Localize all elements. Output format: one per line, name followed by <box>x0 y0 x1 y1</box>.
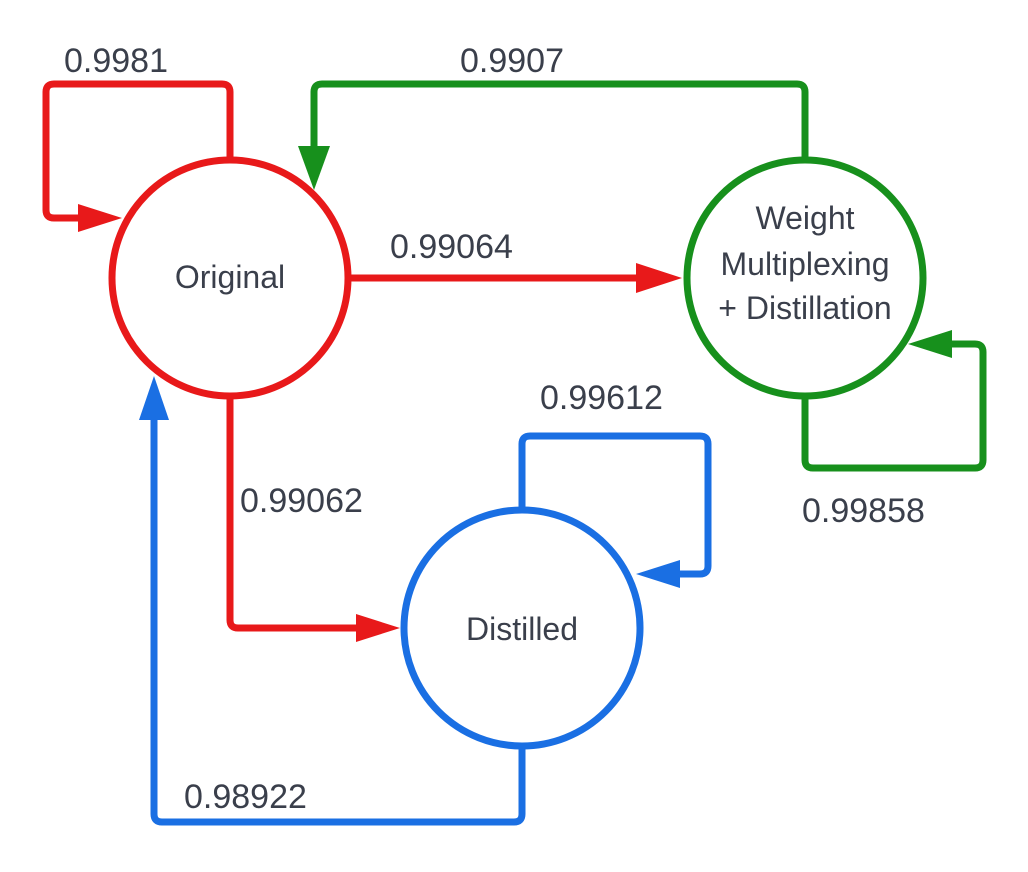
edge-distilled-self-loop <box>518 432 712 588</box>
arrowhead-icon <box>139 376 169 420</box>
edge-label-distilled-self: 0.99612 <box>540 379 663 417</box>
edge-original-to-distilled <box>226 394 400 642</box>
node-distilled: Distilled <box>400 506 644 750</box>
node-weight-multiplexing: Weight Multiplexing + Distillation <box>683 156 927 400</box>
node-original-circle <box>108 156 352 400</box>
edge-wm-to-original <box>298 80 809 190</box>
arrowhead-icon <box>908 330 952 358</box>
node-weight-multiplexing-circle <box>683 156 927 400</box>
edge-wm-self-path <box>801 340 987 472</box>
edge-label-wm-self: 0.99858 <box>802 492 925 530</box>
node-wm-label-line-2: Multiplexing <box>721 246 890 282</box>
edge-original-to-distilled-path <box>226 394 364 632</box>
edge-original-self-path <box>42 80 234 222</box>
edge-original-self-loop <box>42 80 234 232</box>
arrowhead-icon <box>636 560 680 588</box>
node-distilled-circle <box>400 506 644 750</box>
edge-original-to-wm <box>346 263 682 293</box>
arrowhead-icon <box>636 263 682 293</box>
edge-distilled-self-path <box>518 432 712 578</box>
edge-label-wm-to-original: 0.9907 <box>460 42 564 80</box>
edge-label-original-to-wm: 0.99064 <box>390 228 513 266</box>
node-wm-label-line-1: Weight <box>755 200 854 236</box>
node-wm-label-line-3: + Distillation <box>718 290 891 326</box>
node-distilled-label: Distilled <box>466 611 578 647</box>
edge-distilled-to-original-path <box>150 412 526 826</box>
edge-label-distilled-to-original: 0.98922 <box>184 778 307 816</box>
edge-distilled-to-original <box>139 376 526 826</box>
edge-label-original-to-distilled: 0.99062 <box>240 482 363 520</box>
arrowhead-icon <box>356 614 400 642</box>
arrowhead-icon <box>298 146 330 190</box>
node-original-label: Original <box>175 259 285 295</box>
edge-wm-to-original-path <box>310 80 809 162</box>
edge-wm-self-loop <box>801 330 987 472</box>
edge-label-original-self: 0.9981 <box>64 42 168 80</box>
arrowhead-icon <box>78 204 122 232</box>
node-original: Original <box>108 156 352 400</box>
